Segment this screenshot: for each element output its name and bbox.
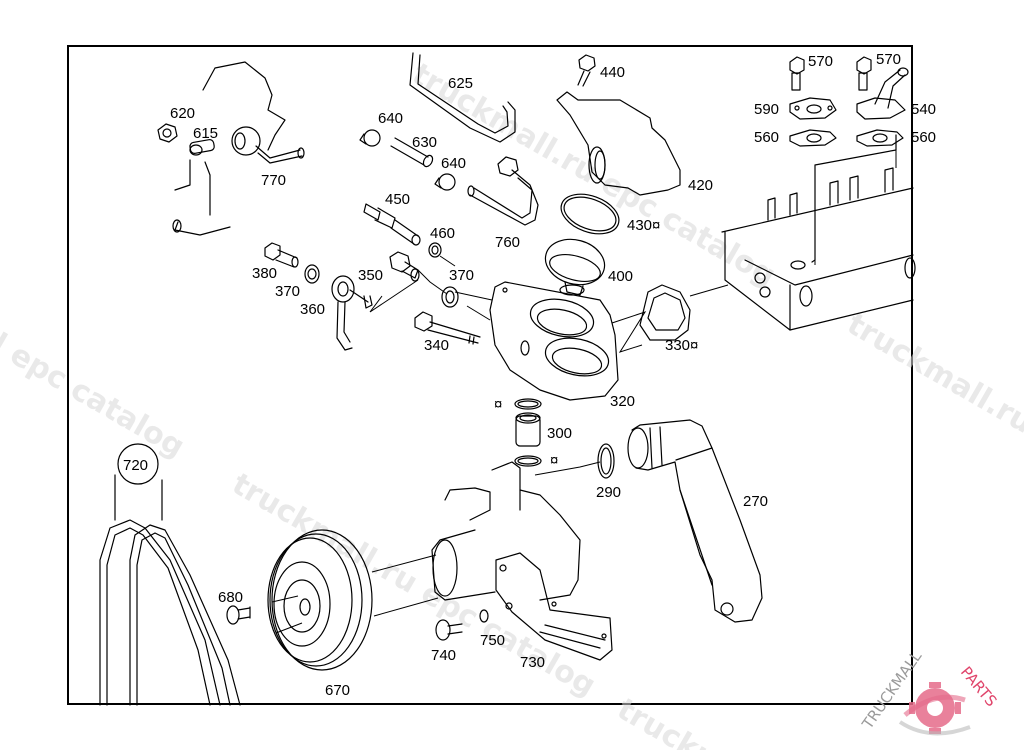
part-570-bolt-b[interactable] xyxy=(856,56,872,91)
callout-570-b[interactable]: 570 xyxy=(876,51,901,68)
part-330-gasket[interactable] xyxy=(639,284,691,341)
part-430-seal-ring[interactable] xyxy=(556,187,625,241)
part-290-oring[interactable] xyxy=(597,443,615,479)
callout-680[interactable]: 680 xyxy=(218,589,243,606)
callout-730[interactable]: 730 xyxy=(520,654,545,671)
part-560-gasket-b[interactable] xyxy=(856,129,904,147)
callout-620[interactable]: 620 xyxy=(170,105,195,122)
watermark-text: truckmall.ru e xyxy=(841,307,1024,457)
part-720-poly-v-belt[interactable] xyxy=(99,474,241,706)
part-670-pulley[interactable] xyxy=(267,529,439,671)
callout-270[interactable]: 270 xyxy=(743,493,768,510)
callout-300[interactable]: 300 xyxy=(547,425,572,442)
part-620-nut[interactable] xyxy=(157,123,178,143)
callout-625[interactable]: 625 xyxy=(448,75,473,92)
leader-lines xyxy=(369,148,897,476)
callout-340[interactable]: 340 xyxy=(424,337,449,354)
callout-320[interactable]: 320 xyxy=(610,393,635,410)
callout-360[interactable]: 360 xyxy=(300,301,325,318)
part-engine-outline-left xyxy=(172,61,286,236)
seal-marker: ¤ xyxy=(494,396,502,413)
gear-icon xyxy=(898,682,971,736)
watermarks: truckmall.ru epc catalog truckmall.ru ep… xyxy=(0,57,1024,750)
callout-560-a[interactable]: 560 xyxy=(754,129,779,146)
part-370-washer-a[interactable] xyxy=(304,264,320,284)
part-740-bolt[interactable] xyxy=(435,619,463,641)
part-760-pipe[interactable] xyxy=(467,156,539,226)
seal-marker: ¤ xyxy=(550,452,558,469)
part-730-bracket[interactable] xyxy=(495,552,613,661)
part-oring-top[interactable] xyxy=(514,398,542,410)
callout-370-a[interactable]: 370 xyxy=(275,283,300,300)
watermark-text: truckmall.ru epc catalog xyxy=(226,467,601,704)
callout-560-b[interactable]: 560 xyxy=(911,129,936,146)
part-720-label-circle xyxy=(117,443,159,485)
part-400-thermostat[interactable] xyxy=(540,233,609,296)
part-560-gasket-a[interactable] xyxy=(789,129,837,147)
callout-640-b[interactable]: 640 xyxy=(441,155,466,172)
callout-450[interactable]: 450 xyxy=(385,191,410,208)
part-770-banjo-pipe[interactable] xyxy=(231,126,305,164)
part-450-temperature-sensor[interactable] xyxy=(363,203,421,246)
part-360-banjo-pipe[interactable] xyxy=(331,275,373,351)
part-320-thermostat-housing[interactable] xyxy=(489,281,619,401)
logo-text-truckmall: TRUCKMALL xyxy=(858,647,926,733)
part-540-flange-pipe[interactable] xyxy=(856,67,909,120)
part-water-pump-housing xyxy=(431,461,581,601)
callout-570-a[interactable]: 570 xyxy=(808,53,833,70)
callout-420[interactable]: 420 xyxy=(688,177,713,194)
callout-640-a[interactable]: 640 xyxy=(378,110,403,127)
callout-440[interactable]: 440 xyxy=(600,64,625,81)
part-420-outlet-housing[interactable] xyxy=(556,91,681,196)
callout-350[interactable]: 350 xyxy=(358,267,383,284)
part-cylinder-head xyxy=(721,134,916,331)
watermark-text: truckm xyxy=(611,692,732,750)
callout-750[interactable]: 750 xyxy=(480,632,505,649)
callout-370-b[interactable]: 370 xyxy=(449,267,474,284)
callout-760[interactable]: 760 xyxy=(495,234,520,251)
truckmallparts-logo: TRUCKMALL PARTS xyxy=(858,647,1001,736)
callout-590[interactable]: 590 xyxy=(754,101,779,118)
part-640-clamp-a[interactable] xyxy=(359,129,381,147)
callout-labels: 620 615 770 625 640 630 640 450 760 460 … xyxy=(123,51,936,699)
part-680-bolt[interactable] xyxy=(226,605,251,625)
part-590-gasket[interactable] xyxy=(789,97,837,120)
callout-430[interactable]: 430¤ xyxy=(627,217,660,234)
part-570-bolt-a[interactable] xyxy=(789,56,805,91)
logo-text-parts: PARTS xyxy=(957,663,1001,710)
callout-615[interactable]: 615 xyxy=(193,125,218,142)
callout-740[interactable]: 740 xyxy=(431,647,456,664)
part-750-washer[interactable] xyxy=(479,609,489,623)
callout-400[interactable]: 400 xyxy=(608,268,633,285)
part-370-washer-b[interactable] xyxy=(441,286,459,308)
part-615-screw[interactable] xyxy=(189,139,215,156)
part-625-hose[interactable] xyxy=(409,52,516,143)
callout-540[interactable]: 540 xyxy=(911,101,936,118)
part-300-sleeve[interactable] xyxy=(515,412,541,447)
callout-330[interactable]: 330¤ xyxy=(665,337,698,354)
part-350-union[interactable] xyxy=(389,251,420,282)
watermark-text: l epc catalog xyxy=(0,327,190,465)
part-640-clamp-b[interactable] xyxy=(434,173,456,191)
callout-460[interactable]: 460 xyxy=(430,225,455,242)
callout-630[interactable]: 630 xyxy=(412,134,437,151)
part-oring-bottom[interactable] xyxy=(514,455,542,467)
callout-770[interactable]: 770 xyxy=(261,172,286,189)
part-270-coolant-pipe[interactable] xyxy=(627,419,763,623)
part-380-banjo-bolt[interactable] xyxy=(264,242,299,268)
callout-290[interactable]: 290 xyxy=(596,484,621,501)
part-630-pipe[interactable] xyxy=(390,137,434,168)
part-340-bolt[interactable] xyxy=(414,311,481,345)
callout-380[interactable]: 380 xyxy=(252,265,277,282)
part-460-washer[interactable] xyxy=(428,242,442,258)
diagram-frame xyxy=(67,45,913,705)
part-440-bolt[interactable] xyxy=(577,54,596,87)
callout-670[interactable]: 670 xyxy=(325,682,350,699)
callout-720[interactable]: 720 xyxy=(123,457,148,474)
